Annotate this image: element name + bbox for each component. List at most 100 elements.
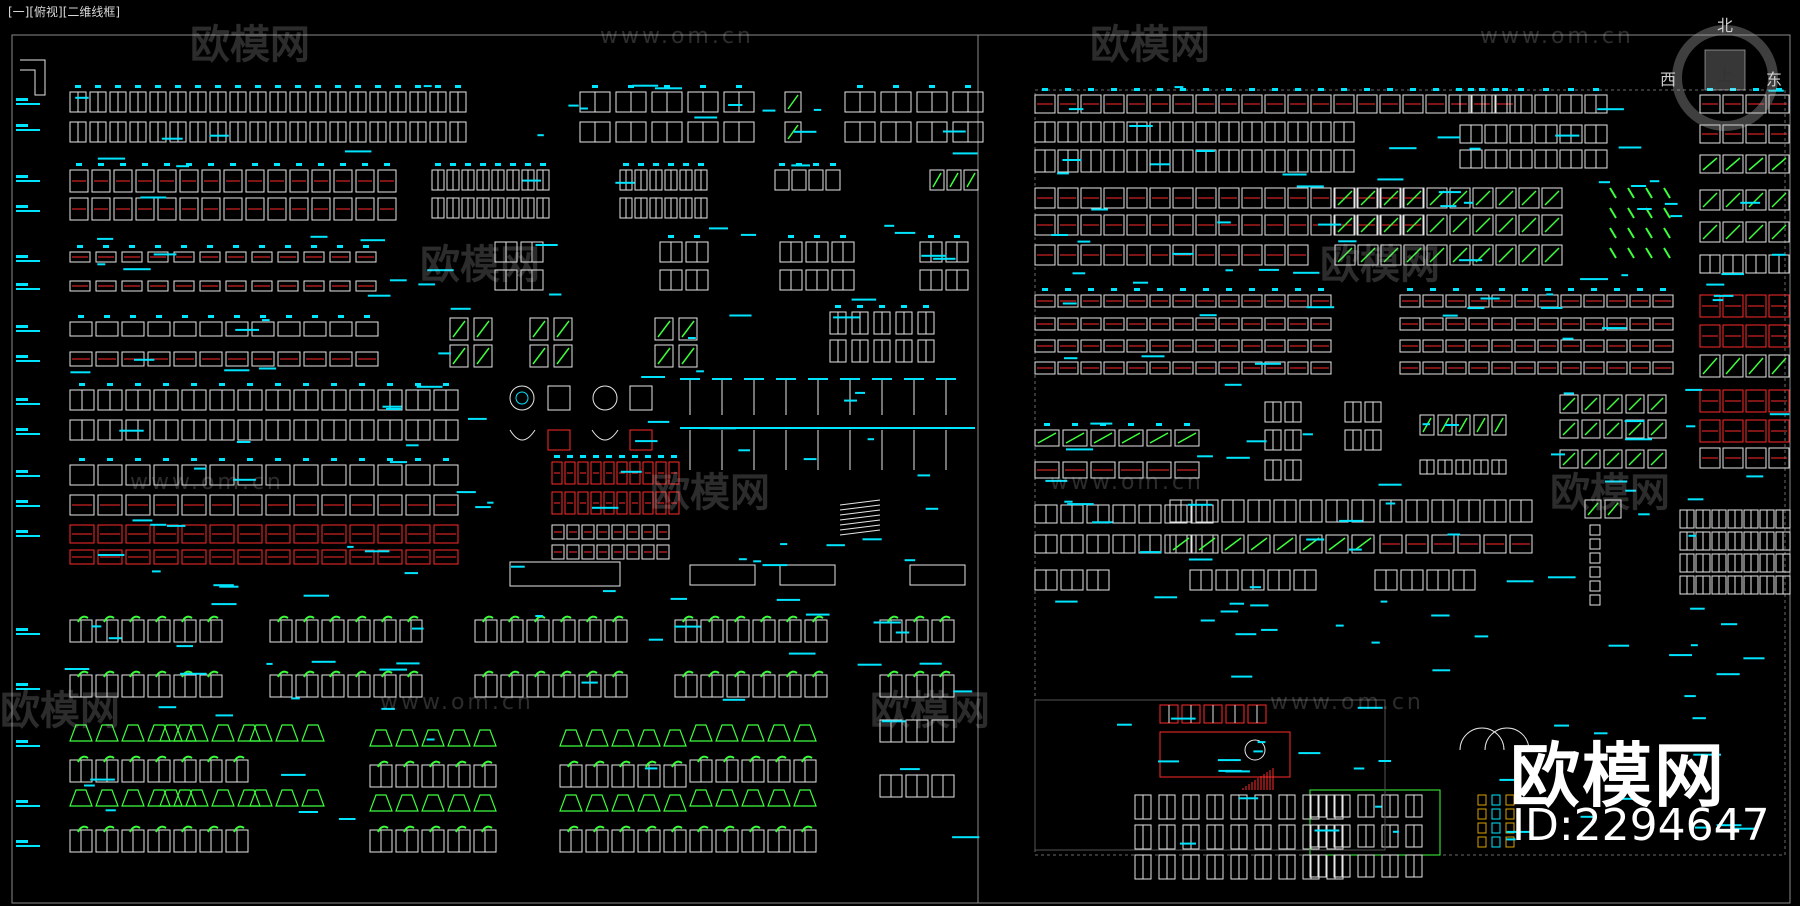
cad-block: [1169, 534, 1193, 554]
cad-block: [678, 344, 698, 368]
cad-block: [808, 169, 824, 191]
cad-block: [1241, 361, 1263, 375]
cad-block: [377, 464, 403, 486]
view-cube-east[interactable]: 东: [1766, 70, 1783, 89]
cad-block: [1218, 317, 1240, 331]
cad-block: [1509, 534, 1533, 554]
cad-block: [355, 169, 375, 193]
cad-block: [1722, 354, 1744, 378]
cad-block: [1172, 244, 1194, 266]
cad-block: [329, 251, 351, 263]
cad-block: [405, 524, 431, 544]
cad-block: [1768, 94, 1790, 114]
overlay-brand: 欧模网: [1510, 735, 1726, 817]
view-cube-north[interactable]: 北: [1717, 16, 1734, 35]
view-cube[interactable]: 北 西 上 东: [1650, 8, 1800, 148]
cad-block: [1241, 187, 1263, 209]
cad-block: [265, 464, 291, 486]
cad-block: [1606, 339, 1628, 353]
view-cube-west[interactable]: 西: [1660, 70, 1677, 89]
cad-block: [1146, 461, 1172, 479]
cad-block: [321, 549, 347, 565]
cad-block: [1399, 317, 1421, 331]
cad-block: [1445, 339, 1467, 353]
cad-block: [1722, 154, 1744, 174]
cad-block: [1581, 419, 1601, 439]
cad-block: [1034, 294, 1056, 308]
cad-block: [1514, 317, 1536, 331]
cad-block: [1768, 447, 1790, 469]
cad-block: [1264, 317, 1286, 331]
cad-block: [1034, 94, 1056, 114]
cad-block: [611, 524, 625, 540]
cad-block: [69, 351, 93, 367]
cad-block: [577, 491, 589, 515]
cad-block: [1722, 124, 1744, 144]
cad-block: [825, 169, 841, 191]
cad-block: [1264, 294, 1286, 308]
cad-block: [1647, 449, 1667, 469]
cad-block: [1581, 394, 1601, 414]
cad-block: [1495, 214, 1517, 236]
cad-block: [596, 544, 610, 560]
cad-block: [1172, 339, 1194, 353]
cad-block: [251, 280, 273, 292]
cad-block: [1264, 339, 1286, 353]
cad-block: [1425, 94, 1447, 114]
cad-block: [1333, 94, 1355, 114]
cad-block: [1745, 389, 1767, 413]
viewport-label[interactable]: [一][俯视][二维线框]: [8, 5, 121, 19]
cad-block: [655, 491, 667, 515]
cad-block: [245, 197, 265, 221]
cad-block: [355, 280, 377, 292]
cad-block: [1126, 94, 1148, 114]
cad-block: [1057, 361, 1079, 375]
cad-block: [1699, 94, 1721, 114]
cad-block: [237, 494, 263, 516]
cad-block: [1034, 187, 1056, 209]
cad-block: [1287, 294, 1309, 308]
cad-block: [147, 321, 171, 337]
cad-block: [121, 280, 143, 292]
cad-block: [289, 197, 309, 221]
cad-block: [1541, 214, 1563, 236]
cad-block: [237, 549, 263, 565]
cad-block: [1419, 414, 1435, 436]
cad-block: [1221, 534, 1245, 554]
cad-block: [654, 317, 674, 341]
cad-block: [1652, 339, 1674, 353]
cad-block: [1537, 361, 1559, 375]
cad-block: [1560, 339, 1582, 353]
cad-block: [1172, 94, 1194, 114]
cad-block: [1699, 189, 1721, 211]
cad-block: [1325, 534, 1349, 554]
view-cube-top[interactable]: 上: [1717, 66, 1734, 85]
cad-block: [1399, 339, 1421, 353]
cad-block: [1722, 389, 1744, 413]
cad-block: [1745, 154, 1767, 174]
cad-block: [69, 169, 89, 193]
cad-block: [355, 197, 375, 221]
cad-block: [1034, 361, 1056, 375]
cad-block: [642, 461, 654, 485]
cad-block: [293, 494, 319, 516]
cad-block: [329, 280, 351, 292]
cad-block: [91, 169, 111, 193]
cad-block: [1445, 317, 1467, 331]
cad-block: [1241, 317, 1263, 331]
view-cube-ring-icon: [1672, 25, 1778, 131]
cad-block: [1583, 339, 1605, 353]
cad-block: [181, 464, 207, 486]
cad-block: [277, 321, 301, 337]
cad-block: [1103, 317, 1125, 331]
cad-block: [1126, 244, 1148, 266]
cad-block: [303, 251, 325, 263]
cad-block: [91, 197, 111, 221]
cad-block: [1422, 294, 1444, 308]
sheet-frame-right: [977, 34, 1791, 904]
cad-block: [1080, 94, 1102, 114]
cad-block: [153, 494, 179, 516]
overlay-id: ID:2294647: [1512, 800, 1770, 851]
